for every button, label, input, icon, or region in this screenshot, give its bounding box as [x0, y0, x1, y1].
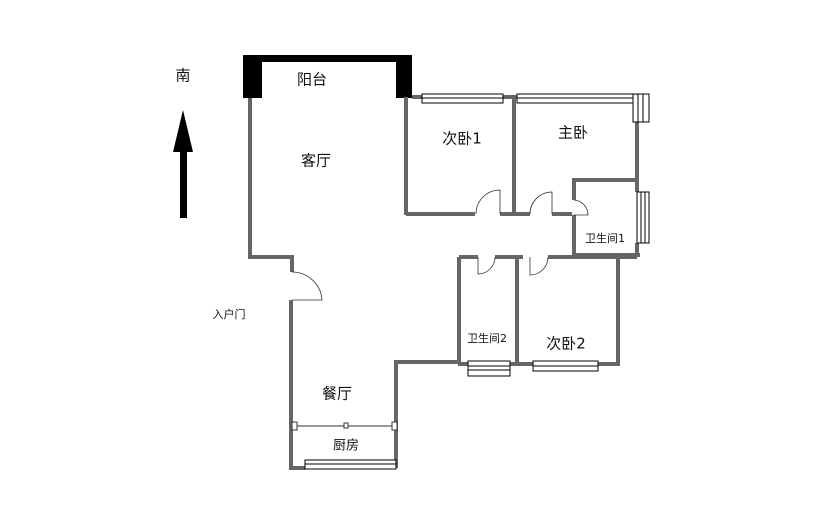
room-label-living-room: 客厅	[300, 151, 332, 170]
kitchen-partition	[291, 421, 398, 431]
north-arrow-icon	[173, 110, 193, 218]
room-label-dining-room: 餐厅	[321, 384, 353, 403]
room-label-bathroom-2: 卫生间2	[467, 332, 507, 345]
doors	[291, 189, 589, 301]
room-label-kitchen: 厨房	[332, 438, 360, 454]
room-label-bedroom-1: 次卧1	[442, 129, 482, 148]
room-label-master-bedroom: 主卧	[557, 123, 589, 142]
entrance-label: 入户门	[212, 308, 246, 321]
balcony-wall	[243, 55, 412, 98]
room-label-balcony: 阳台	[296, 70, 328, 89]
compass-label: 南	[175, 66, 191, 85]
room-label-bedroom-2: 次卧2	[546, 334, 586, 353]
room-label-bathroom-1: 卫生间1	[585, 232, 625, 245]
windows	[304, 93, 650, 470]
walls	[248, 95, 640, 470]
